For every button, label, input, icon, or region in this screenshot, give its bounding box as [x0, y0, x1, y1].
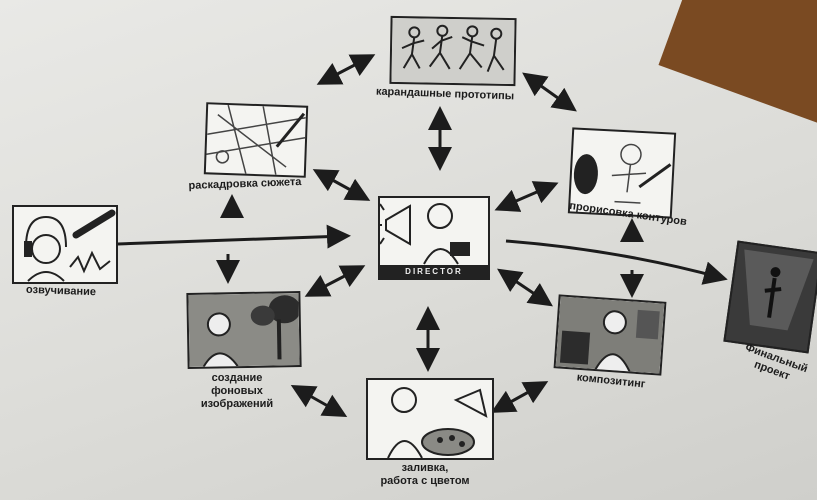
arrow-director-final [505, 239, 728, 285]
arrow-director-backgrounds [304, 265, 366, 297]
storyboard-sketch-icon [206, 104, 306, 175]
pencil-tests-panel [389, 15, 517, 87]
arrow-storyboard-director [312, 169, 371, 201]
outlining-panel [567, 127, 677, 219]
final-project-panel [723, 240, 817, 354]
director-megaphone-icon [380, 203, 470, 265]
arrow-pencil-outlining [522, 72, 577, 112]
coloring-panel [366, 378, 494, 460]
director-panel: DIRECTOR [378, 196, 490, 280]
voiceover-panel [12, 205, 118, 284]
arrow-storyboard-pencil [316, 54, 376, 85]
headphones-microphone-icon [24, 209, 116, 282]
backgrounds-panel [186, 291, 302, 369]
theater-stage-icon [725, 242, 817, 352]
arrow-voiceover-director [117, 224, 351, 249]
tree-landscape-icon [188, 293, 300, 367]
running-figures-icon [391, 17, 515, 85]
arrow-director-outlining [494, 181, 559, 212]
drawing-hand-icon [573, 143, 672, 204]
storyboard-panel [203, 102, 309, 178]
compositing-figure-icon [555, 296, 665, 374]
palette-painter-icon [387, 387, 488, 458]
arrow-backgrounds-coloring [290, 385, 348, 417]
coloring-label: заливка, работа с цветом [380, 462, 470, 487]
director-caption: DIRECTOR [380, 265, 488, 278]
arrow-director-compositing [497, 268, 553, 307]
backgrounds-label: создание фоновых изображений [200, 372, 274, 410]
arrow-coloring-compositing [490, 381, 549, 413]
compositing-panel [553, 294, 667, 376]
